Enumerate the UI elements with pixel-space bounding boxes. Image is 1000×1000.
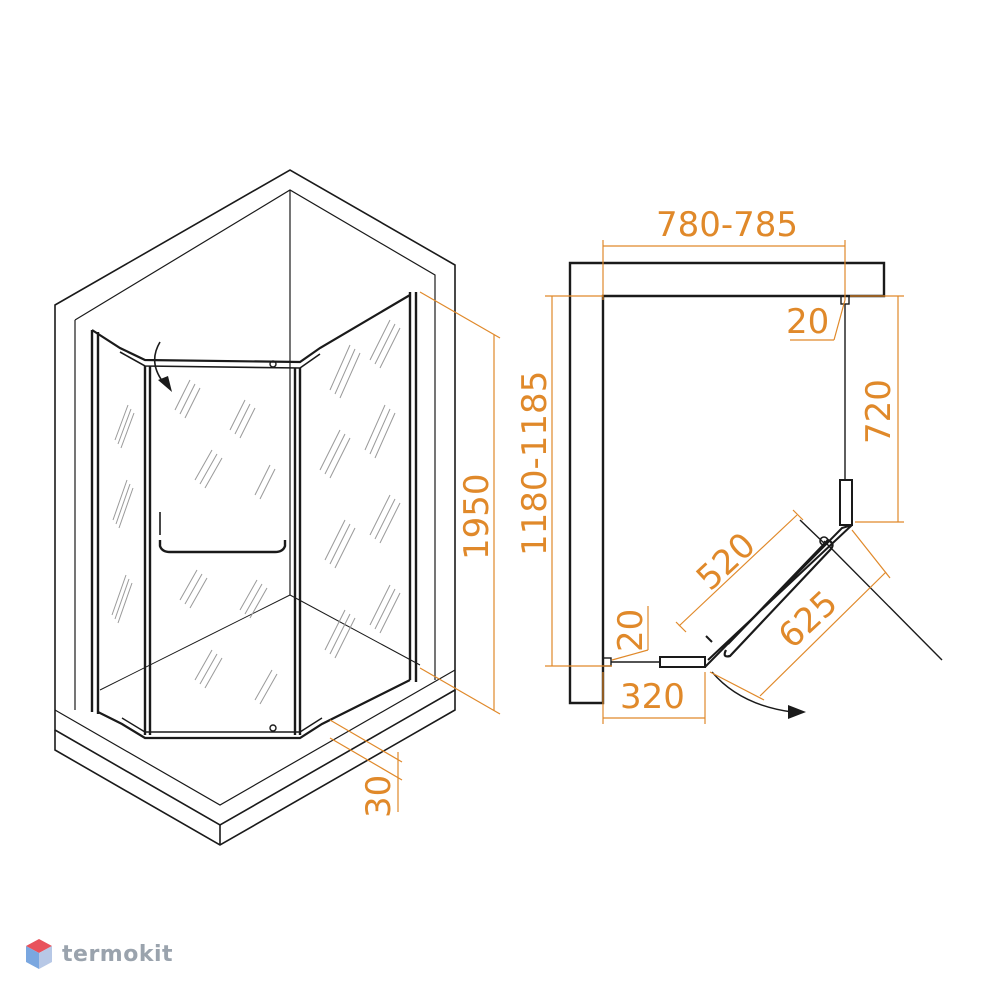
hinge-top xyxy=(269,360,277,368)
tray-front xyxy=(54,690,456,846)
dim-offset-top: 20 xyxy=(786,302,829,342)
top-rail-lower xyxy=(119,351,321,369)
swing-arrow-head xyxy=(158,376,172,392)
dim-height-group xyxy=(419,291,501,715)
dim-base: 30 xyxy=(359,775,399,818)
floor-inner xyxy=(99,594,421,691)
plan-swing-arrow-head xyxy=(788,705,806,719)
isometric-view: 1950 30 xyxy=(54,169,501,846)
swing-arrow xyxy=(153,341,164,383)
plan-view: 780-785 1180-1185 20 720 20 xyxy=(515,205,943,724)
door-frame xyxy=(143,366,302,735)
dim-width-group xyxy=(602,240,846,300)
wall-inner xyxy=(74,189,436,680)
dim-width: 780-785 xyxy=(656,205,798,245)
dim-offset-left-group xyxy=(611,606,649,661)
watermark: termokit xyxy=(24,934,173,974)
hexagon-cube-icon xyxy=(26,939,52,969)
dim-depth-group xyxy=(545,295,612,667)
glass-reflections xyxy=(111,319,401,705)
brand-name: termokit xyxy=(62,941,174,967)
dim-side-group xyxy=(850,295,904,523)
wall-outline xyxy=(54,169,456,826)
dim-fixed-group xyxy=(602,672,706,724)
dim-depth: 1180-1185 xyxy=(515,371,555,556)
side-post xyxy=(839,479,853,526)
dim-diagonal-group xyxy=(709,529,891,701)
dim-offset-left: 20 xyxy=(611,609,651,652)
dim-base-group xyxy=(329,719,403,812)
dim-door-group xyxy=(675,509,804,633)
hinge-plan xyxy=(819,536,829,546)
front-post xyxy=(659,656,706,668)
door-open-line-2 xyxy=(799,519,827,546)
dim-diagonal: 625 xyxy=(771,583,846,657)
door-open-line xyxy=(823,540,943,661)
top-rail xyxy=(91,294,411,364)
glass-left xyxy=(90,330,100,714)
handle-stub xyxy=(705,635,713,643)
tray-top xyxy=(54,669,456,806)
door-handle-plan xyxy=(723,538,834,658)
dim-offset-top-group xyxy=(790,299,846,341)
plan-swing-arrow xyxy=(711,671,793,713)
dim-side: 720 xyxy=(859,379,899,444)
bottom-rail xyxy=(97,679,411,740)
glass-right xyxy=(408,292,418,682)
dim-fixed: 320 xyxy=(620,677,685,717)
bottom-rail-2 xyxy=(121,717,323,733)
hinge-bottom xyxy=(269,724,277,732)
door-handle xyxy=(158,540,287,554)
dim-door: 520 xyxy=(689,525,764,599)
dim-height: 1950 xyxy=(457,473,497,560)
